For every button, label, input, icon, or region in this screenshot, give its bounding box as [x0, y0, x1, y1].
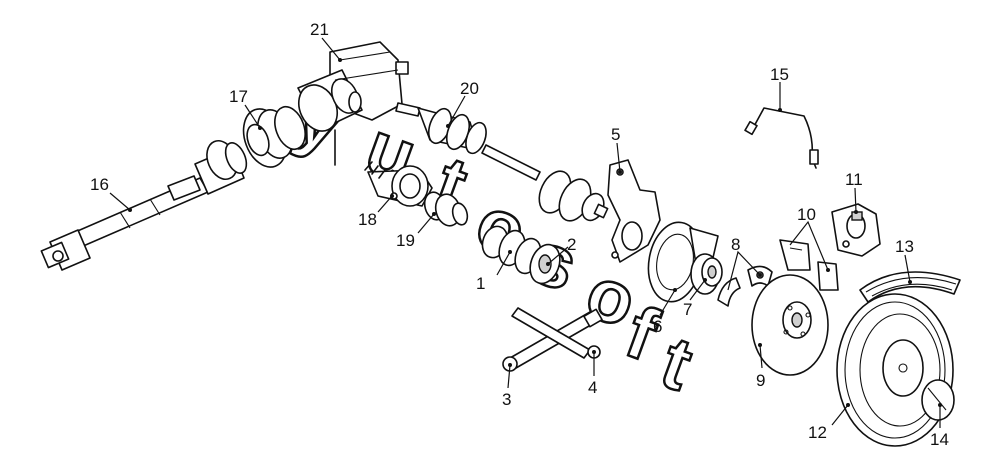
part-brake-caliper: [831, 203, 881, 257]
part-joint-housing: [364, 161, 433, 207]
part-joint-boot: [423, 191, 469, 227]
callout-20: 20: [460, 79, 479, 98]
callout-9: 9: [756, 371, 765, 390]
callout-4: 4: [588, 378, 597, 397]
callout-13: 13: [895, 237, 914, 256]
callout-14: 14: [930, 430, 949, 449]
leader-lines: [109, 37, 942, 428]
callout-18: 18: [358, 210, 377, 229]
callout-12: 12: [808, 423, 827, 442]
part-drive-shaft: [395, 102, 609, 222]
part-coupling-flange: [242, 105, 306, 168]
part-propeller-shaft: [40, 139, 248, 271]
callout-7: 7: [683, 300, 692, 319]
callout-8: 8: [731, 235, 740, 254]
part-brake-disc: [751, 274, 829, 376]
callout-2: 2: [567, 235, 576, 254]
part-differential: [297, 41, 409, 166]
callout-6: 6: [653, 317, 662, 336]
part-control-arm: [502, 307, 603, 372]
callout-16: 16: [90, 175, 109, 194]
callout-15: 15: [770, 65, 789, 84]
callout-17: 17: [229, 87, 248, 106]
part-brake-hose: [744, 107, 819, 169]
part-wheel-hub: [690, 253, 723, 295]
callout-10: 10: [797, 205, 816, 224]
callout-5: 5: [611, 125, 620, 144]
callout-3: 3: [502, 390, 511, 409]
callout-21: 21: [310, 20, 329, 39]
callout-19: 19: [396, 231, 415, 250]
callout-11: 11: [845, 170, 863, 189]
callout-1: 1: [476, 274, 485, 293]
part-cv-joint: [481, 225, 561, 285]
callout-labels: 1 2 3 4 5 6 7 8 9 10 11 12 13 14 15 16 1…: [90, 20, 949, 449]
part-steering-knuckle: [607, 159, 661, 263]
part-wheel-arch-liner: [859, 271, 961, 303]
part-brake-pads: [779, 239, 839, 291]
part-wheel-assembly: [836, 293, 955, 447]
